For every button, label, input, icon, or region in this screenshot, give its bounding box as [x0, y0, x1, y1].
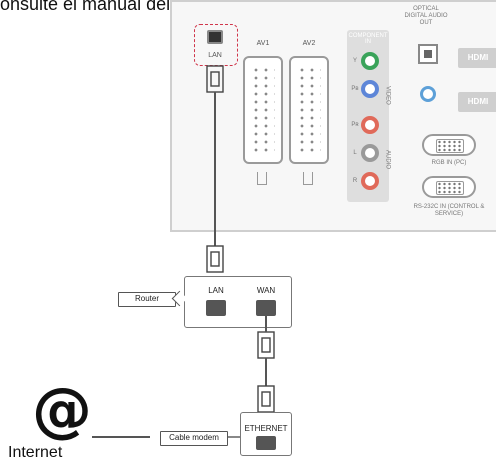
jack-pb-label: Pʙ [351, 86, 359, 92]
jack-pr-red [361, 116, 379, 134]
rs232c-port [422, 176, 476, 198]
component-in-label: COMPONENT IN [348, 33, 388, 45]
jack-pr-label: Pʀ [351, 122, 359, 128]
optical-port [418, 44, 438, 64]
router-wan-port [256, 300, 276, 316]
cable-modem-callout: Cable modem [160, 431, 228, 446]
modem-ethernet-port [256, 436, 276, 450]
jack-y-green [361, 52, 379, 70]
tv-lan-port [207, 30, 223, 44]
modem-plug-inner [261, 391, 271, 407]
av1-label: AV1 [256, 40, 270, 47]
router-callout: Router [118, 292, 176, 307]
av2-scart-connector [289, 56, 329, 164]
av1-ground-icon [257, 172, 267, 185]
router-wan-label: WAN [256, 286, 276, 295]
hdmi-port-1: HDMI [458, 48, 496, 68]
router-wan-plug-inner [261, 337, 271, 353]
router-lan-plug [206, 245, 224, 273]
jack-r-label: R [352, 178, 358, 184]
tv-lan-plug-inner [210, 71, 220, 87]
router-wan-plug [257, 331, 275, 359]
av2-label: AV2 [302, 40, 316, 47]
router-wan-cable [265, 316, 267, 332]
modem-ethernet-label: ETHERNET [244, 424, 288, 433]
modem-plug [257, 385, 275, 413]
tv-lan-label: LAN [208, 52, 222, 59]
internet-label: Internet [8, 444, 63, 461]
tv-lan-plug [206, 65, 224, 93]
hdmi-port-2: HDMI [458, 92, 496, 112]
jack-y-label: Y [352, 58, 357, 64]
av2-ground-icon [303, 172, 313, 185]
jack-l-white [361, 144, 379, 162]
digital-audio-jack [420, 86, 436, 102]
internet-at-icon: @ [32, 375, 92, 445]
router-lan-plug-inner [210, 251, 220, 267]
page-caption: onsulte el manual del router. [0, 0, 227, 14]
router-lan-port [206, 300, 226, 316]
rs232c-label: RS-232C IN (CONTROL & SERVICE) [413, 204, 485, 217]
jack-r-red [361, 172, 379, 190]
rgb-in-port [422, 134, 476, 156]
router-lan-label: LAN [208, 286, 224, 295]
jack-pb-blue [361, 80, 379, 98]
rgb-in-label: RGB IN (PC) [431, 160, 467, 166]
jack-l-label: L [353, 150, 357, 156]
av1-scart-connector [243, 56, 283, 164]
optical-audio-out-label: OPTICAL DIGITAL AUDIO OUT [404, 6, 448, 26]
